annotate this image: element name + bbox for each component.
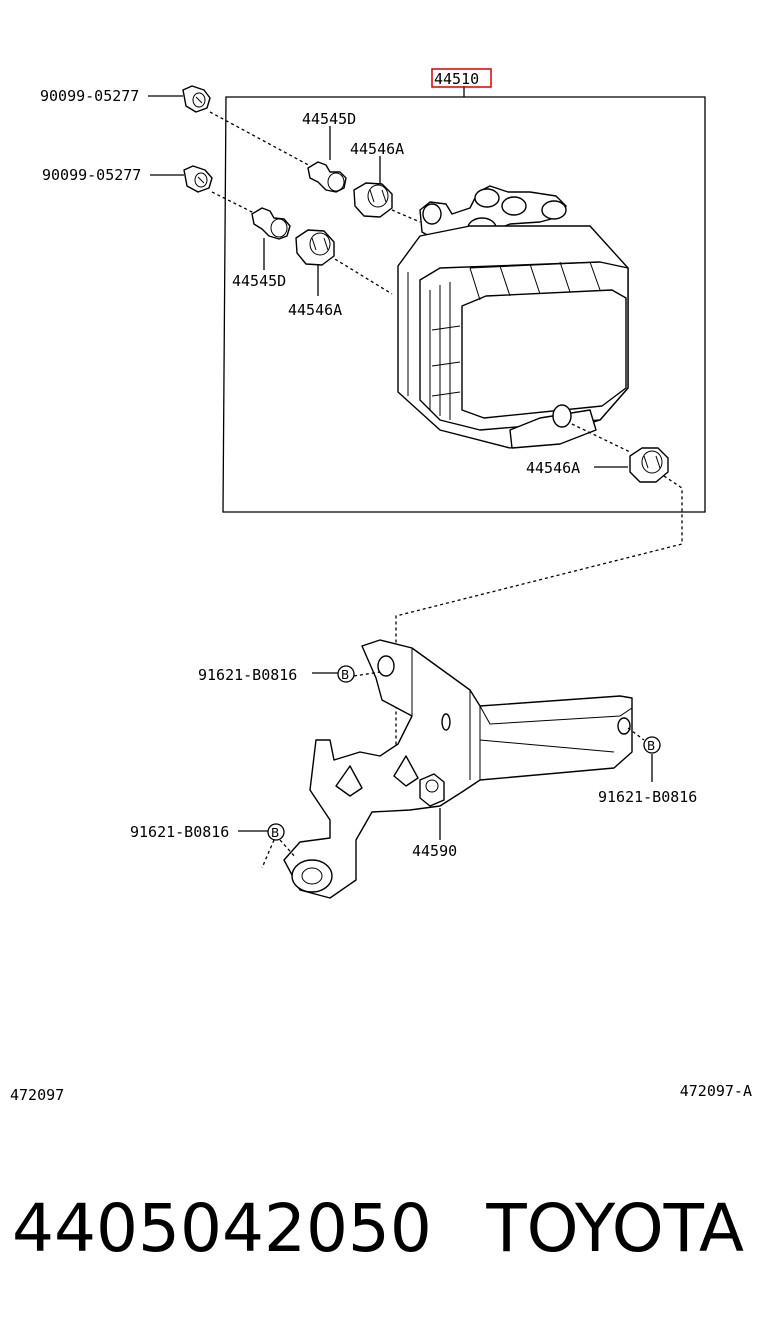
bolt-marker-left: B (271, 826, 279, 840)
bolt-marker-right: B (647, 739, 655, 753)
bolt-bracket-right-label[interactable]: 91621-B0816 (598, 788, 697, 806)
screw-mid-label[interactable]: 90099-05277 (42, 166, 141, 184)
stud-top: 44545D (302, 110, 356, 193)
guide-to-bracket (395, 475, 683, 790)
cushion-right-label[interactable]: 44546A (526, 459, 580, 477)
bolt-bracket-left-label[interactable]: 91621-B0816 (130, 823, 229, 841)
figure-code-left: 472097 (10, 1086, 65, 1104)
cushion-top-label[interactable]: 44546A (350, 140, 404, 158)
bolt-bracket-top-label[interactable]: 91621-B0816 (198, 666, 297, 684)
stud-mid-label[interactable]: 44545D (232, 272, 286, 290)
guide-cushion-top (391, 209, 421, 223)
brand-name: TOYOTA (486, 1190, 744, 1267)
bolt-bracket-top: B 91621-B0816 (198, 665, 381, 684)
guide-cushion-right (571, 423, 631, 453)
bracket: 44590 (283, 639, 633, 899)
abs-actuator-unit (397, 185, 629, 449)
main-assembly-label[interactable]: 44510 (434, 70, 479, 88)
guide-cushion-mid (329, 255, 393, 295)
screw-top: 90099-05277 (40, 85, 211, 113)
cushion-right: 44546A (526, 447, 669, 483)
bolt-marker-top: B (341, 668, 349, 682)
stud-top-label[interactable]: 44545D (302, 110, 356, 128)
stud-mid: 44545D (232, 207, 291, 290)
bracket-label[interactable]: 44590 (412, 842, 457, 860)
bolt-bracket-right: B 91621-B0816 (598, 727, 697, 806)
bolt-bracket-left: B 91621-B0816 (130, 823, 297, 869)
cushion-mid: 44546A (288, 229, 342, 319)
part-number: 4405042050 (12, 1190, 432, 1267)
assembly-frame: 44510 (222, 68, 706, 513)
main-assembly-highlight (431, 68, 492, 88)
screw-mid: 90099-05277 (42, 165, 213, 193)
cushion-mid-label[interactable]: 44546A (288, 301, 342, 319)
cushion-top: 44546A (350, 140, 404, 218)
figure-code-right: 472097-A (679, 1082, 752, 1100)
guide-screw-top (209, 111, 315, 169)
screw-top-label[interactable]: 90099-05277 (40, 87, 139, 105)
guide-screw-mid (211, 191, 259, 216)
parts-diagram: 44510 90099-05277 90099-05277 44545D 445… (40, 68, 706, 899)
